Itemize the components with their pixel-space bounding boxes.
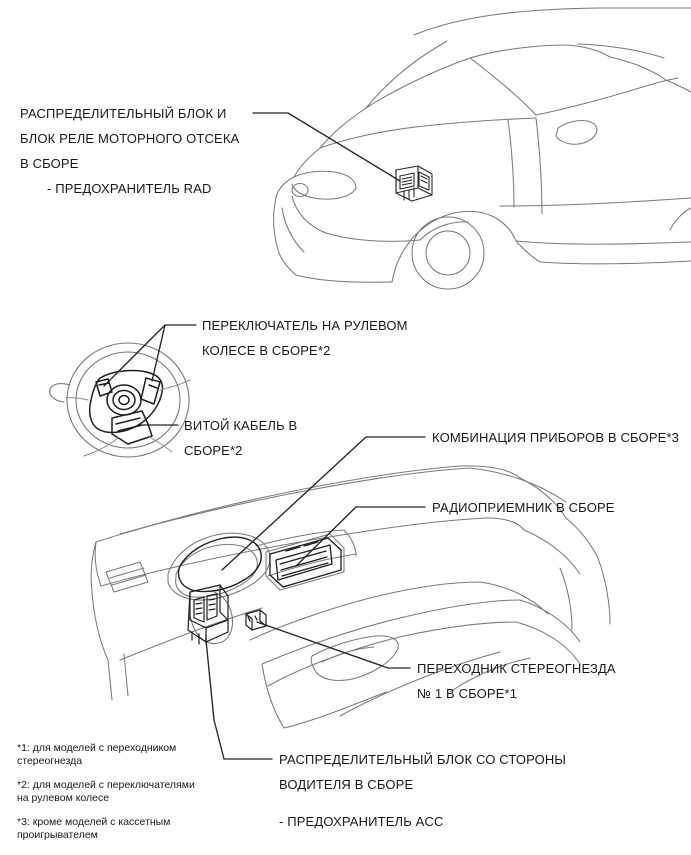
- label-engine-room-block-line1: РАСПРЕДЕЛИТЕЛЬНЫЙ БЛОК И: [20, 106, 227, 121]
- label-driver-side-block-line2: ВОДИТЕЛЯ В СБОРЕ: [279, 777, 414, 792]
- footnote-2-line1: *2: для моделей с переключателями: [17, 779, 195, 791]
- footnote-3: *3: кроме моделей с кассетным проигрыват…: [17, 816, 170, 841]
- leader-engine-room-block: [252, 112, 401, 182]
- label-steering-switch: ПЕРЕКЛЮЧАТЕЛЬ НА РУЛЕВОМ КОЛЕСЕ В СБОРЕ*…: [202, 313, 408, 363]
- label-stereo-jack-adapter-line2: № 1 В СБОРЕ*1: [417, 686, 518, 701]
- vehicle-front-three-quarter-line-drawing: [273, 7, 691, 290]
- label-driver-side-block: РАСПРЕДЕЛИТЕЛЬНЫЙ БЛОК СО СТОРОНЫ ВОДИТЕ…: [279, 747, 566, 834]
- label-engine-room-block-line2: БЛОК РЕЛЕ МОТОРНОГО ОТСЕКА: [20, 131, 240, 146]
- label-engine-room-block-fuse: - ПРЕДОХРАНИТЕЛЬ RAD: [47, 181, 212, 196]
- label-radio-receiver: РАДИОПРИЕМНИК В СБОРЕ: [432, 500, 615, 515]
- instrument-panel-interior-line-drawing: [90, 465, 611, 729]
- leader-steering-switch-2: [151, 324, 166, 382]
- steering-wheel-hub-detail: [88, 369, 164, 445]
- engine-room-relay-block-detail: [395, 165, 433, 202]
- footnote-2: *2: для моделей с переключателями на рул…: [17, 779, 195, 804]
- label-stereo-jack-adapter-line1: ПЕРЕХОДНИК СТЕРЕОГНЕЗДА: [417, 661, 616, 676]
- label-stereo-jack-adapter: ПЕРЕХОДНИК СТЕРЕОГНЕЗДА № 1 В СБОРЕ*1: [417, 656, 616, 706]
- footnote-3-line1: *3: кроме моделей с кассетным: [17, 816, 171, 828]
- stereo-jack-adapter-connector-detail: [245, 609, 267, 631]
- leader-driver-side-block: [205, 639, 273, 760]
- footnote-1-line2: стереогнезда: [17, 754, 83, 767]
- label-engine-room-block: РАСПРЕДЕЛИТЕЛЬНЫЙ БЛОК И БЛОК РЕЛЕ МОТОР…: [20, 101, 239, 201]
- label-steering-switch-line2: КОЛЕСЕ В СБОРЕ*2: [202, 343, 331, 358]
- leader-stereo-jack: [256, 621, 411, 669]
- leader-combination-meter: [221, 436, 426, 571]
- footnote-1: *1: для моделей с переходником стереогне…: [17, 742, 176, 767]
- leader-steering-switch: [103, 324, 197, 387]
- label-spiral-cable-line2: СБОРЕ*2: [184, 443, 243, 458]
- label-steering-switch-line1: ПЕРЕКЛЮЧАТЕЛЬ НА РУЛЕВОМ: [202, 318, 408, 333]
- footnote-2-line2: на рулевом колесе: [17, 791, 110, 804]
- footnote-3-line2: проигрывателем: [17, 828, 98, 841]
- combination-meter-detail: [177, 536, 262, 593]
- leader-radio: [295, 506, 426, 567]
- label-spiral-cable-line1: ВИТОЙ КАБЕЛЬ В: [184, 418, 298, 433]
- label-driver-side-block-line1: РАСПРЕДЕЛИТЕЛЬНЫЙ БЛОК СО СТОРОНЫ: [279, 752, 567, 767]
- label-engine-room-block-line3: В СБОРЕ: [20, 156, 79, 171]
- steering-wheel-with-spiral-cable-line-drawing: [49, 342, 190, 458]
- label-combination-meter: КОМБИНАЦИЯ ПРИБОРОВ В СБОРЕ*3: [432, 430, 680, 445]
- label-spiral-cable: ВИТОЙ КАБЕЛЬ В СБОРЕ*2: [184, 413, 297, 463]
- driver-side-junction-block-detail: [187, 584, 229, 645]
- label-driver-side-block-fuse: - ПРЕДОХРАНИТЕЛЬ ACC: [279, 814, 444, 829]
- footnote-1-line1: *1: для моделей с переходником: [17, 742, 177, 754]
